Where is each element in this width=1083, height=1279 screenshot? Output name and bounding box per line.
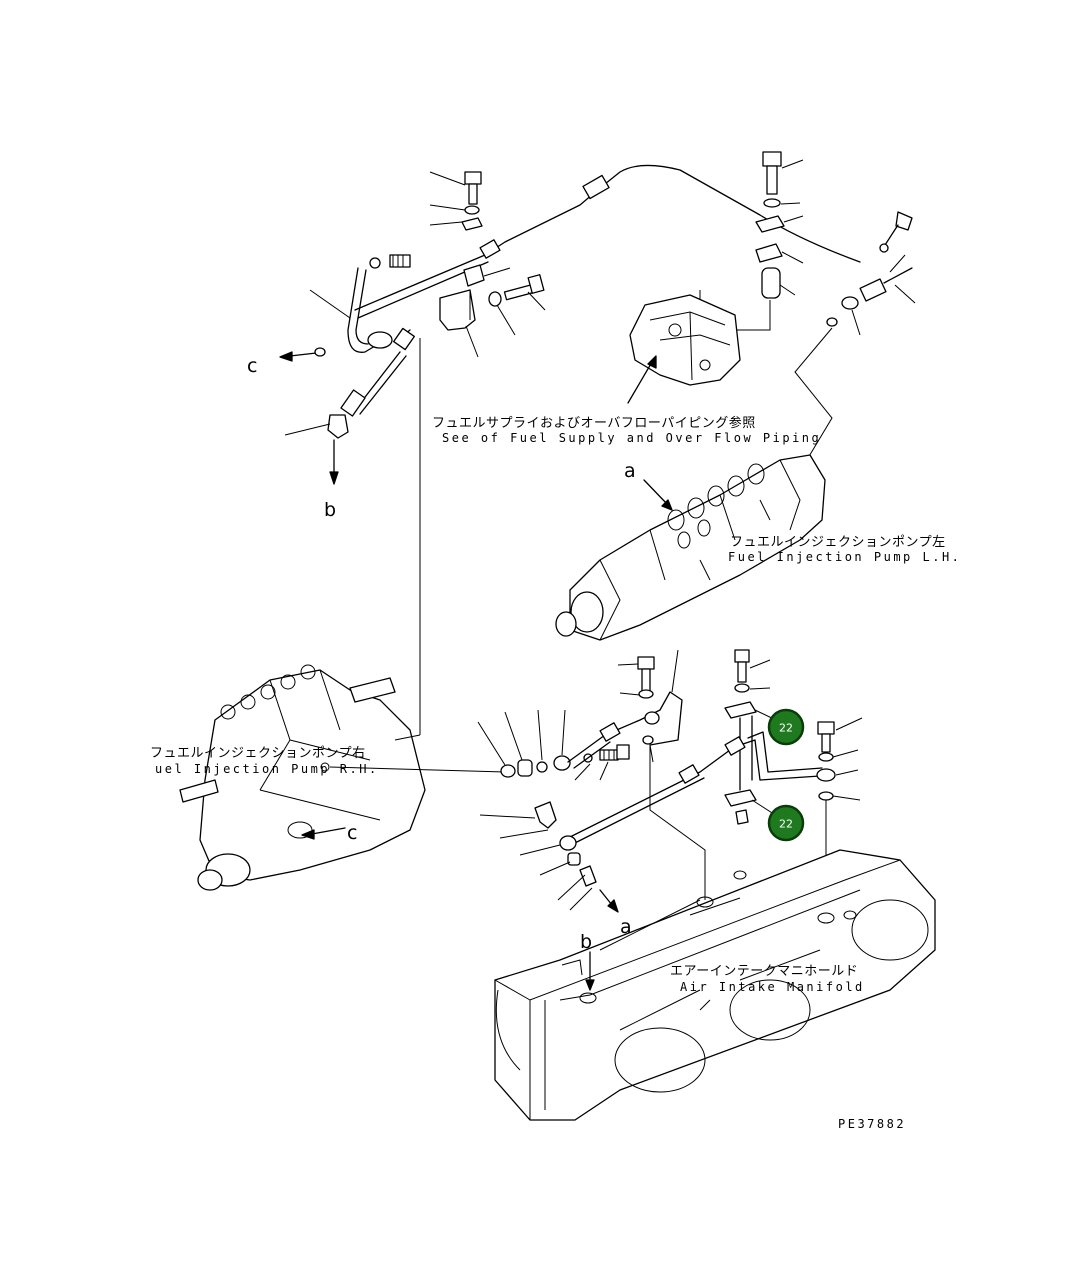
ref-letter-c-bottom: c bbox=[347, 822, 357, 844]
text-labels: フュエルサプライおよびオーバフローパイピング参照 See of Fuel Sup… bbox=[150, 355, 961, 1131]
manifold-label-en: Air Intake Manifold bbox=[680, 980, 865, 994]
pump-rh-label-en: uel Injection Pump R.H. bbox=[155, 762, 379, 776]
right-brackets-assembly bbox=[724, 649, 863, 915]
fuel-supply-label-en: See of Fuel Supply and Over Flow Piping bbox=[442, 431, 821, 445]
manifold-label-jp: エアーインテークマニホールド bbox=[670, 964, 858, 979]
ref-letter-b-bottom: b bbox=[580, 931, 592, 953]
fuel-injection-pump-lh bbox=[555, 454, 826, 641]
ref-letter-a-bottom: a bbox=[620, 916, 632, 938]
middle-fittings-assembly bbox=[477, 649, 741, 913]
top-left-piping-assembly bbox=[279, 164, 861, 735]
fuel-injection-pump-rh bbox=[179, 664, 506, 891]
pump-lh-label-jp: フュエルインジェクションポンプ左 bbox=[730, 535, 946, 550]
pump-rh-label-jp: フュエルインジェクションポンプ右 bbox=[150, 746, 366, 761]
ref-letter-b-top: b bbox=[324, 499, 336, 521]
drawing-code: PE37882 bbox=[838, 1117, 906, 1131]
ref-letter-a-top: a bbox=[624, 460, 636, 482]
callout-badge-22-top[interactable]: 22 bbox=[767, 708, 805, 746]
pump-lh-label-en: Fuel Injection Pump L.H. bbox=[728, 550, 961, 564]
top-right-bracket-assembly bbox=[627, 151, 916, 459]
fuel-supply-label-jp: フュエルサプライおよびオーバフローパイピング参照 bbox=[432, 415, 756, 431]
air-intake-manifold bbox=[494, 849, 936, 1121]
callout-badge-22-bottom[interactable]: 22 bbox=[767, 804, 805, 842]
ref-letter-c-top: c bbox=[247, 355, 257, 377]
